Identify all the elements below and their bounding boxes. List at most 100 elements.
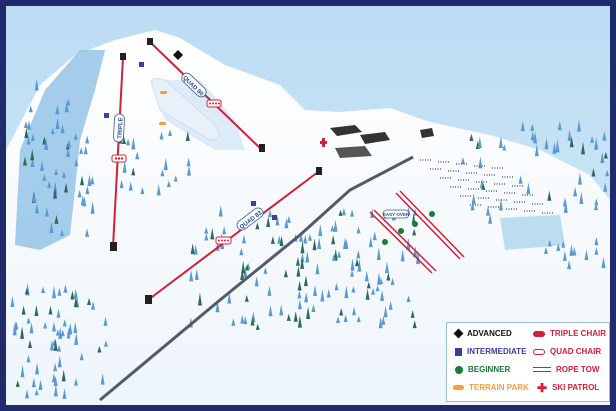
tree (469, 133, 474, 141)
tree (543, 246, 548, 254)
tree (471, 193, 476, 205)
tree (350, 258, 355, 271)
tree (470, 201, 475, 211)
tree (376, 247, 381, 260)
lift-line-quad-80[interactable] (149, 41, 263, 151)
rope-tow-icon (533, 367, 551, 372)
tree (406, 295, 411, 302)
lift-line-triple[interactable] (112, 56, 124, 248)
legend-label: BEGINNER (468, 365, 511, 374)
tree (42, 173, 47, 181)
tree (194, 268, 199, 280)
green-circle-icon[interactable] (382, 239, 388, 245)
lift-line-quad-83[interactable] (147, 171, 319, 301)
tree (313, 285, 318, 296)
tree (60, 329, 65, 337)
tree (315, 262, 320, 275)
tree (518, 175, 523, 184)
tree (569, 244, 574, 256)
tree (368, 236, 373, 248)
tree (239, 247, 244, 256)
green-circle-icon[interactable] (398, 228, 404, 234)
rope-tow-2[interactable] (395, 190, 465, 260)
tree (55, 104, 60, 115)
triple-chair-icon (533, 330, 545, 337)
terrain-park-icon[interactable] (159, 122, 166, 125)
tree (530, 123, 535, 131)
tree (52, 285, 57, 299)
tree (53, 384, 58, 397)
tree (412, 320, 417, 329)
legend-item-ski-patrol: ✚ SKI PATROL (537, 382, 599, 394)
legend-label: QUAD CHAIR (550, 347, 602, 356)
tree (53, 375, 58, 386)
tree (126, 138, 131, 146)
tree (590, 136, 595, 143)
tree (344, 285, 349, 299)
tree (303, 275, 308, 287)
tree (267, 286, 272, 296)
tree (241, 234, 246, 244)
tree (240, 269, 245, 281)
tree (372, 231, 377, 241)
area-label-easy-over[interactable]: EASY OVER (382, 209, 410, 219)
tree (579, 191, 584, 204)
tree (293, 311, 298, 322)
tree (100, 373, 105, 385)
triple-chair-icon (111, 154, 127, 163)
tree (581, 141, 586, 155)
tree (477, 136, 482, 149)
map-legend: ADVANCED INTERMEDIATE BEGINNER TERRAIN P… (446, 322, 610, 402)
tree (80, 175, 85, 186)
tree (128, 181, 133, 191)
tree (563, 200, 568, 213)
tree (337, 251, 342, 258)
green-circle-icon[interactable] (429, 211, 435, 217)
legend-item-intermediate: INTERMEDIATE (455, 347, 526, 356)
green-circle-icon[interactable] (412, 221, 418, 227)
tree (57, 287, 62, 296)
lift-label-triple[interactable]: TRIPLE (113, 113, 125, 143)
tree (485, 205, 490, 216)
tree (35, 362, 40, 375)
rope-tow-1[interactable] (369, 209, 437, 274)
tree (186, 165, 191, 176)
tree (20, 326, 25, 339)
blue-square-icon[interactable] (272, 215, 277, 220)
tree (605, 170, 610, 177)
tree (53, 181, 58, 194)
terrain-park-icon[interactable] (160, 91, 167, 94)
blue-square-icon[interactable] (104, 113, 109, 118)
tree (63, 284, 68, 293)
tree (573, 186, 578, 197)
tree (297, 290, 302, 299)
tree (400, 249, 405, 262)
tree (87, 174, 92, 186)
tree (326, 288, 331, 298)
tree (344, 239, 349, 249)
tree (159, 131, 164, 140)
tree (193, 244, 198, 255)
tree (279, 304, 284, 316)
tree (601, 256, 606, 269)
ski-patrol-icon[interactable] (320, 138, 327, 147)
tree (64, 101, 69, 113)
tree (55, 329, 60, 336)
tree (64, 183, 69, 193)
tree (356, 315, 361, 323)
tree (331, 235, 336, 245)
tree (73, 133, 78, 140)
tree (350, 209, 355, 217)
tree (166, 180, 171, 188)
tree (341, 207, 346, 216)
tree (576, 120, 581, 132)
blue-square-icon[interactable] (251, 201, 256, 206)
tree (103, 316, 108, 326)
blue-square-icon[interactable] (139, 62, 144, 67)
tree (380, 290, 385, 301)
tree (24, 287, 29, 295)
tree (351, 286, 356, 293)
tree (279, 236, 284, 247)
tree (263, 267, 268, 274)
black-diamond-icon[interactable] (173, 50, 183, 60)
